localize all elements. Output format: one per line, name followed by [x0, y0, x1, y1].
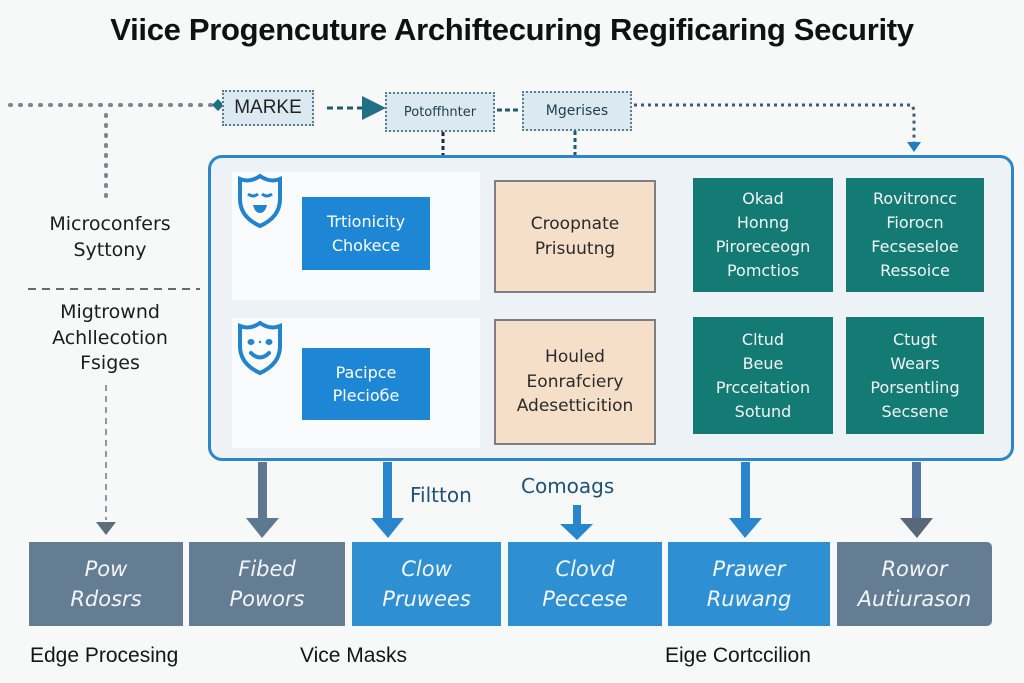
arrow-down-icon	[371, 518, 404, 538]
mgerises-box[interactable]: Mgerises	[522, 91, 632, 131]
smiling-shield-face-icon	[236, 320, 284, 380]
teal-card-lower-1[interactable]: Cltud Beue Prcceitation Sotund	[693, 317, 833, 434]
bottom-card-clovd-peccese[interactable]: Clovd Peccese	[508, 542, 662, 626]
thick-arrow-shaft-rowor	[912, 462, 921, 519]
thick-arrow-shaft-clow	[383, 462, 392, 519]
left-label-lower: Migtrownd Achllecotion Fsiges	[52, 301, 168, 375]
arrow-down-icon	[907, 142, 921, 152]
teal-card-upper-2[interactable]: Rovitroncc Fiorocn Fecseseloe Ressoice	[846, 178, 984, 292]
arrow-down-icon	[560, 524, 593, 540]
bottom-label-eige-cortccilion: Eige Cortccilion	[665, 644, 811, 667]
bottom-label-edge-processing: Edge Procesing	[30, 644, 179, 667]
teal-card-upper-1[interactable]: Okad Honng Piroreceogn Pomctios	[693, 178, 833, 292]
blue-card-upper[interactable]: Trtionicity Chokece	[302, 197, 430, 270]
thick-arrow-shaft-fibed	[258, 462, 267, 519]
shield-face-icon	[236, 173, 284, 233]
thick-arrow-shaft-clovd	[573, 505, 581, 525]
bottom-label-vice-masks: Vice Masks	[300, 644, 407, 667]
mgerises-label: Mgerises	[545, 103, 609, 119]
bottom-card-pow-rdosrs[interactable]: Pow Rdosrs	[29, 542, 183, 626]
arrow-down-icon	[729, 518, 762, 538]
arrow-down-icon	[900, 518, 933, 538]
arrow-down-icon	[96, 522, 116, 535]
bottom-card-clow-pruwees[interactable]: Clow Pruwees	[352, 542, 501, 626]
potoffhnter-box[interactable]: Potoffhnter	[385, 92, 495, 132]
arrow-down-icon	[246, 518, 279, 538]
bottom-card-prawer-ruwang[interactable]: Prawer Ruwang	[668, 542, 830, 626]
blue-card-lower[interactable]: Pacipce Plecioбe	[302, 348, 430, 420]
teal-card-lower-2[interactable]: Ctugt Wears Porsentling Secsene	[846, 317, 984, 434]
bottom-card-rowor-autiurason[interactable]: Rowor Autiurason	[837, 542, 992, 626]
potoffhnter-label: Potoffhnter	[403, 104, 477, 120]
peach-card-lower[interactable]: Houled Eonrafciery Adesetticition	[494, 319, 656, 445]
marke-box[interactable]: MARKE	[222, 90, 314, 126]
bottom-card-fibed-powors[interactable]: Fibed Powors	[189, 542, 345, 626]
marke-label: MARKE	[234, 97, 302, 118]
dotted-connector-mger-right	[634, 103, 916, 142]
flow-label-comoags: Comoags	[521, 474, 615, 498]
peach-card-upper[interactable]: Croopnate Prisuutng	[494, 180, 656, 293]
left-label-upper: Microconfers Syttony	[49, 213, 171, 261]
flow-label-filtton: Filtton	[410, 483, 472, 507]
diagram-title: Viice Progencuture Archiftecuring Regifi…	[110, 12, 914, 47]
thick-arrow-shaft-prawer	[741, 462, 750, 519]
